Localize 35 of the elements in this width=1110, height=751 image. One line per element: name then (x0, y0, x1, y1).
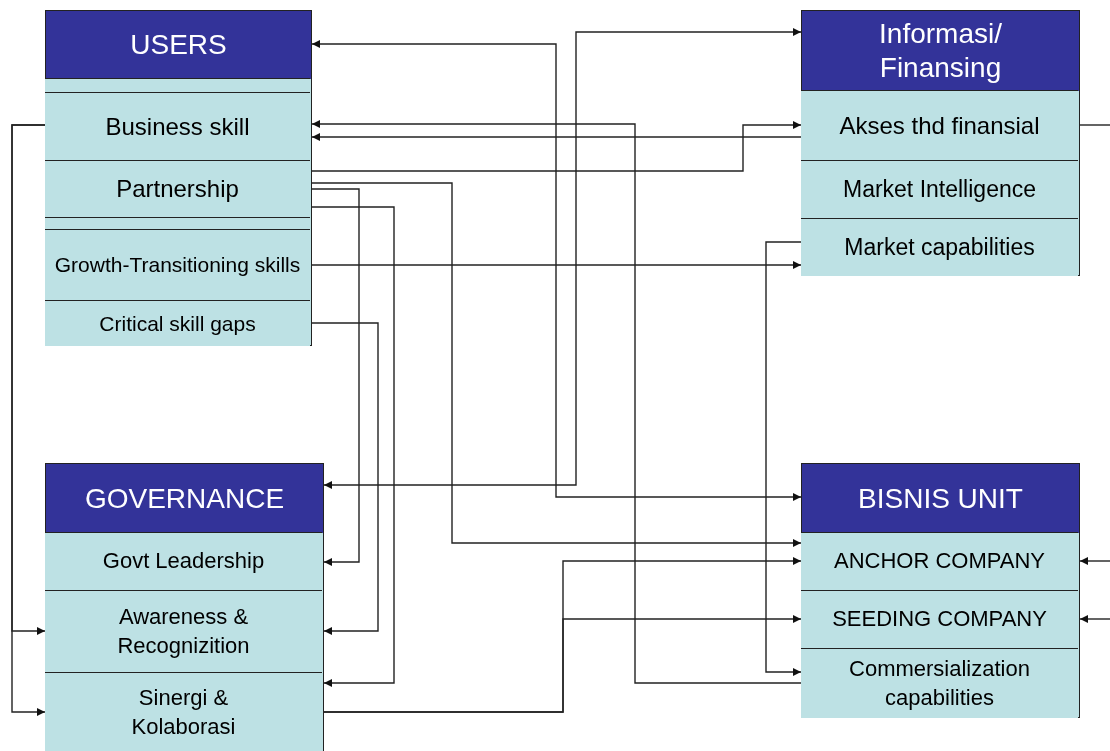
panel-header: GOVERNANCE (46, 464, 323, 533)
connector-arrow (1079, 557, 1110, 565)
panel-header: USERS (46, 11, 311, 79)
connector-arrow (311, 322, 379, 635)
list-row: Partnership (45, 160, 310, 217)
list-row: Market Intelligence (801, 160, 1078, 218)
panel-header: Informasi/ Finansing (802, 11, 1079, 91)
connector-arrow (311, 182, 802, 547)
panel-header: BISNIS UNIT (802, 464, 1079, 533)
list-row: Commersialization capabilities (801, 648, 1078, 718)
connector-arrow (311, 206, 395, 687)
list-row: SEEDING COMPANY (801, 590, 1078, 648)
list-row: Akses thd finansial (801, 90, 1078, 160)
list-row: Market capabilities (801, 218, 1078, 276)
separator-row (45, 217, 310, 229)
list-row: Sinergi & Kolaborasi (45, 672, 322, 751)
panel (801, 10, 1080, 276)
connector-arrow (311, 188, 360, 566)
connector-arrow (765, 241, 802, 676)
list-row: ANCHOR COMPANY (801, 532, 1078, 590)
connector-arrow (1079, 615, 1110, 623)
list-row: Awareness & Recognizition (45, 590, 322, 672)
list-row: Business skill (45, 92, 310, 160)
connector-arrow (311, 261, 802, 269)
list-row: Critical skill gaps (45, 300, 310, 346)
connector-arrow (323, 615, 802, 713)
list-row: Govt Leadership (45, 532, 322, 590)
panel (801, 463, 1080, 718)
connector-arrow (311, 120, 802, 684)
connector-arrow (311, 133, 802, 141)
separator-row (45, 78, 310, 92)
panel (45, 463, 324, 751)
panel (45, 10, 312, 346)
list-row: Growth-Transitioning skills (45, 229, 310, 300)
connector-arrow (311, 121, 802, 172)
